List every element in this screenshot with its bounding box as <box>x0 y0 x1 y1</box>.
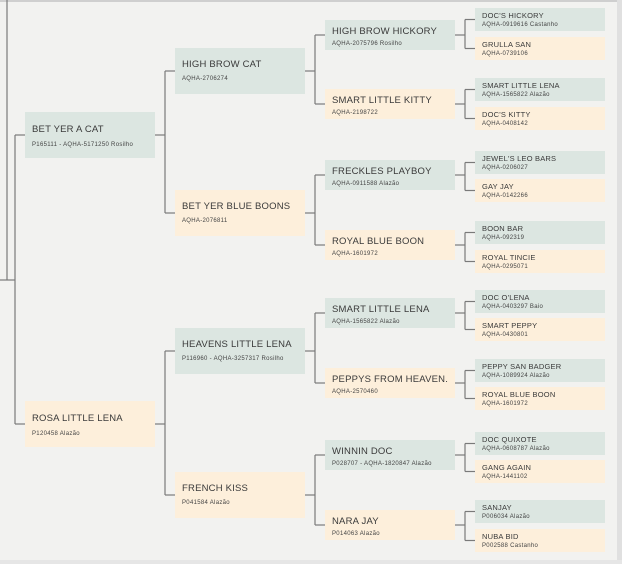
horse-card-dam-sire-sire-dam[interactable]: SMART PEPPY AQHA-0430801 <box>475 318 605 341</box>
horse-name: BET YER BLUE BOONS <box>182 201 291 212</box>
horse-name: SMART LITTLE LENA <box>332 304 430 315</box>
horse-card-dam-dam-dam-sire[interactable]: SANJAY P006034 Alazão <box>475 500 605 523</box>
horse-name: ROYAL BLUE BOON <box>332 236 425 247</box>
registration-info: AQHA-1601972 <box>482 401 528 407</box>
horse-name: BOON BAR <box>482 224 524 233</box>
horse-name: SANJAY <box>482 503 512 512</box>
bottom-border <box>0 560 622 564</box>
registration-info: P014063 Alazão <box>332 531 380 537</box>
horse-card-sire-dam-dam-sire[interactable]: BOON BAR AQHA-092319 <box>475 221 605 244</box>
horse-name: ROYAL BLUE BOON <box>482 390 556 399</box>
registration-info: AQHA-0206027 <box>482 165 528 171</box>
registration-info: AQHA-0739106 <box>482 51 528 57</box>
registration-info: P165111 - AQHA-5171250 Rosilho <box>32 142 134 148</box>
horse-card-dam-sire-dam[interactable]: PEPPYS FROM HEAVEN. AQHA-2570460 <box>325 368 455 398</box>
horse-card-dam-dam-dam-dam[interactable]: NUBA BID P002588 Castanho <box>475 529 605 552</box>
horse-name: HEAVENS LITTLE LENA <box>182 339 292 350</box>
horse-card-dam-dam[interactable]: FRENCH KISS P041584 Alazão <box>175 472 305 518</box>
registration-info: AQHA-2075796 Rosilho <box>332 41 403 47</box>
registration-info: P120458 Alazão <box>32 431 80 437</box>
horse-card-sire-sire-dam[interactable]: SMART LITTLE KITTY AQHA-2198722 <box>325 89 455 119</box>
registration-info: P028707 - AQHA-1820847 Alazão <box>332 461 432 467</box>
registration-info: AQHA-0430801 <box>482 332 528 338</box>
horse-card-sire-dam-sire-dam[interactable]: GAY JAY AQHA-0142266 <box>475 179 605 202</box>
horse-card-dam-sire[interactable]: HEAVENS LITTLE LENA P116960 - AQHA-325731… <box>175 328 305 374</box>
registration-info: AQHA-1441102 <box>482 474 528 480</box>
horse-card-dam[interactable]: ROSA LITTLE LENA P120458 Alazão <box>25 401 155 447</box>
registration-info: P116960 - AQHA-3257317 Rosilho <box>182 356 284 362</box>
horse-name: GRULLA SAN <box>482 40 532 49</box>
registration-info: AQHA-1601972 <box>332 251 378 257</box>
horse-name: DOC QUIXOTE <box>482 435 537 444</box>
horse-card-dam-dam-sire-sire[interactable]: DOC QUIXOTE AQHA-0608787 Alazão <box>475 432 605 455</box>
registration-info: P041584 Alazão <box>182 500 230 506</box>
registration-info: AQHA-092319 <box>482 235 525 241</box>
horse-name: HIGH BROW HICKORY <box>332 26 438 37</box>
registration-info: AQHA-0919616 Castanho <box>482 22 559 28</box>
horse-card-dam-sire-sire-sire[interactable]: DOC O'LENA AQHA-0403297 Baio <box>475 290 605 313</box>
horse-card-dam-dam-sire-dam[interactable]: GANG AGAIN AQHA-1441102 <box>475 460 605 483</box>
horse-card-sire-dam-sire-sire[interactable]: JEWEL'S LEO BARS AQHA-0206027 <box>475 151 605 174</box>
horse-name: FRENCH KISS <box>182 483 249 494</box>
horse-name: ROYAL TINCIE <box>482 253 536 262</box>
registration-info: AQHA-0142266 <box>482 193 528 199</box>
horse-name: SMART LITTLE LENA <box>482 81 560 90</box>
registration-info: AQHA-1089924 Alazão <box>482 373 550 379</box>
registration-info: P006034 Alazão <box>482 514 530 520</box>
horse-name: HIGH BROW CAT <box>182 59 262 70</box>
top-border <box>0 0 622 2</box>
horse-card-dam-dam-dam[interactable]: NARA JAY P014063 Alazão <box>325 510 455 540</box>
horse-card-sire-sire-dam-dam[interactable]: DOC'S KITTY AQHA-0408142 <box>475 107 605 130</box>
horse-card-sire-dam-sire[interactable]: FRECKLES PLAYBOY AQHA-0911588 Alazão <box>325 160 455 190</box>
horse-name: SMART LITTLE KITTY <box>332 95 432 106</box>
horse-name: DOC'S KITTY <box>482 110 531 119</box>
registration-info: AQHA-0608787 Alazão <box>482 446 550 452</box>
horse-card-dam-sire-dam-sire[interactable]: PEPPY SAN BADGER AQHA-1089924 Alazão <box>475 359 605 382</box>
right-border <box>617 0 622 564</box>
horse-name: GAY JAY <box>482 182 514 191</box>
horse-name: DOC O'LENA <box>482 293 530 302</box>
horse-card-sire-dam-dam[interactable]: ROYAL BLUE BOON AQHA-1601972 <box>325 230 455 260</box>
horse-name: SMART PEPPY <box>482 321 538 330</box>
horse-name: JEWEL'S LEO BARS <box>482 154 557 163</box>
horse-card-sire-dam-dam-dam[interactable]: ROYAL TINCIE AQHA-0295071 <box>475 250 605 273</box>
horse-card-sire-dam[interactable]: BET YER BLUE BOONS AQHA-2076811 <box>175 190 305 236</box>
registration-info: AQHA-0911588 Alazão <box>332 181 400 187</box>
horse-name: BET YER A CAT <box>32 124 104 135</box>
horse-card-sire-sire-sire[interactable]: HIGH BROW HICKORY AQHA-2075796 Rosilho <box>325 20 455 50</box>
horse-name: WINNIN DOC <box>332 446 393 457</box>
horse-card-sire[interactable]: BET YER A CAT P165111 - AQHA-5171250 Rosi… <box>25 112 155 158</box>
horse-name: FRECKLES PLAYBOY <box>332 166 432 177</box>
horse-name: PEPPYS FROM HEAVEN. <box>332 374 449 385</box>
registration-info: AQHA-1565822 Alazão <box>482 92 550 98</box>
horse-name: DOC'S HICKORY <box>482 11 544 20</box>
horse-card-sire-sire-sire-dam[interactable]: GRULLA SAN AQHA-0739106 <box>475 37 605 60</box>
horse-card-sire-sire-sire-sire[interactable]: DOC'S HICKORY AQHA-0919616 Castanho <box>475 8 605 31</box>
horse-name: NARA JAY <box>332 516 379 527</box>
registration-info: AQHA-1565822 Alazão <box>332 319 400 325</box>
horse-name: NUBA BID <box>482 532 519 541</box>
registration-info: AQHA-0295071 <box>482 264 528 270</box>
horse-card-sire-sire-dam-sire[interactable]: SMART LITTLE LENA AQHA-1565822 Alazão <box>475 78 605 101</box>
registration-info: AQHA-2076811 <box>182 218 228 224</box>
horse-name: ROSA LITTLE LENA <box>32 413 123 424</box>
horse-card-dam-sire-dam-dam[interactable]: ROYAL BLUE BOON AQHA-1601972 <box>475 387 605 410</box>
registration-info: AQHA-2706274 <box>182 76 228 82</box>
horse-card-dam-dam-sire[interactable]: WINNIN DOC P028707 - AQHA-1820847 Alazão <box>325 440 455 470</box>
horse-name: GANG AGAIN <box>482 463 532 472</box>
registration-info: AQHA-2198722 <box>332 110 378 116</box>
registration-info: AQHA-2570460 <box>332 389 378 395</box>
registration-info: P002588 Castanho <box>482 543 539 549</box>
horse-card-dam-sire-sire[interactable]: SMART LITTLE LENA AQHA-1565822 Alazão <box>325 298 455 328</box>
registration-info: AQHA-0403297 Baio <box>482 304 544 310</box>
horse-card-sire-sire[interactable]: HIGH BROW CAT AQHA-2706274 <box>175 48 305 94</box>
registration-info: AQHA-0408142 <box>482 121 528 127</box>
horse-name: PEPPY SAN BADGER <box>482 362 562 371</box>
